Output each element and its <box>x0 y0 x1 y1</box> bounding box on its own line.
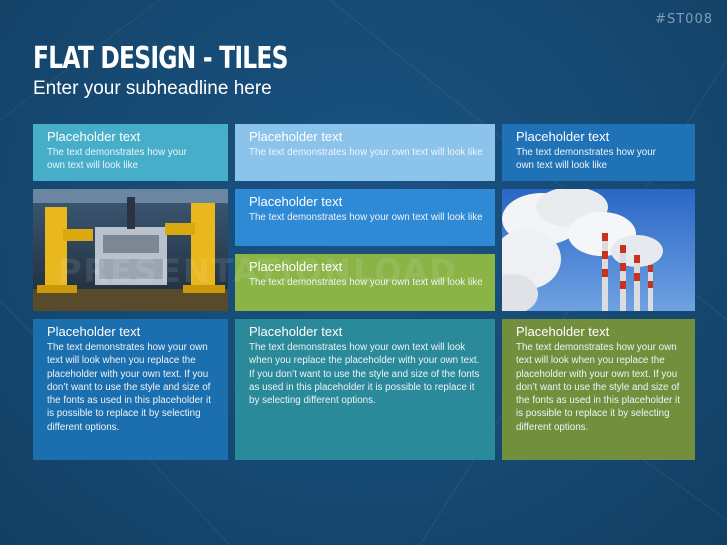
tile-body: The text demonstrates how your own text … <box>516 147 656 172</box>
smokestack-photo <box>502 189 695 311</box>
tile-body: The text demonstrates how your own text … <box>249 147 483 158</box>
tile-body: The text demonstrates how your own text … <box>249 277 483 288</box>
slide-title: FLAT DESIGN - TILES <box>33 41 288 76</box>
tile-top-left[interactable]: Placeholder text The text demonstrates h… <box>33 124 228 181</box>
factory-robots-icon <box>33 189 228 311</box>
tile-bottom-right[interactable]: Placeholder text The text demonstrates h… <box>502 319 695 460</box>
tile-bottom-center[interactable]: Placeholder text The text demonstrates h… <box>235 319 495 460</box>
tile-body: The text demonstrates how your own text … <box>249 212 483 223</box>
smokestack-icon <box>502 189 695 311</box>
slide-code: #ST008 <box>655 12 713 27</box>
factory-photo <box>33 189 228 311</box>
tile-heading: Placeholder text <box>47 324 141 339</box>
tile-heading: Placeholder text <box>249 129 343 144</box>
tile-lower-center[interactable]: Placeholder text The text demonstrates h… <box>235 254 495 311</box>
tile-top-right[interactable]: Placeholder text The text demonstrates h… <box>502 124 695 181</box>
tile-body: The text demonstrates how your own text … <box>249 342 480 407</box>
tile-body: The text demonstrates how your own text … <box>516 342 680 433</box>
tile-heading: Placeholder text <box>516 129 610 144</box>
tile-heading: Placeholder text <box>249 259 343 274</box>
tile-body: The text demonstrates how your own text … <box>47 147 187 172</box>
tile-body: The text demonstrates how your own text … <box>47 342 211 433</box>
tile-heading: Placeholder text <box>249 194 343 209</box>
tile-heading: Placeholder text <box>249 324 343 339</box>
tile-top-center[interactable]: Placeholder text The text demonstrates h… <box>235 124 495 181</box>
tile-heading: Placeholder text <box>516 324 610 339</box>
slide-subtitle: Enter your subheadline here <box>33 78 272 99</box>
tile-bottom-left[interactable]: Placeholder text The text demonstrates h… <box>33 319 228 460</box>
watermark: PRESENTATIONLOAD <box>58 252 458 290</box>
tile-heading: Placeholder text <box>47 129 141 144</box>
tile-middle-center[interactable]: Placeholder text The text demonstrates h… <box>235 189 495 246</box>
